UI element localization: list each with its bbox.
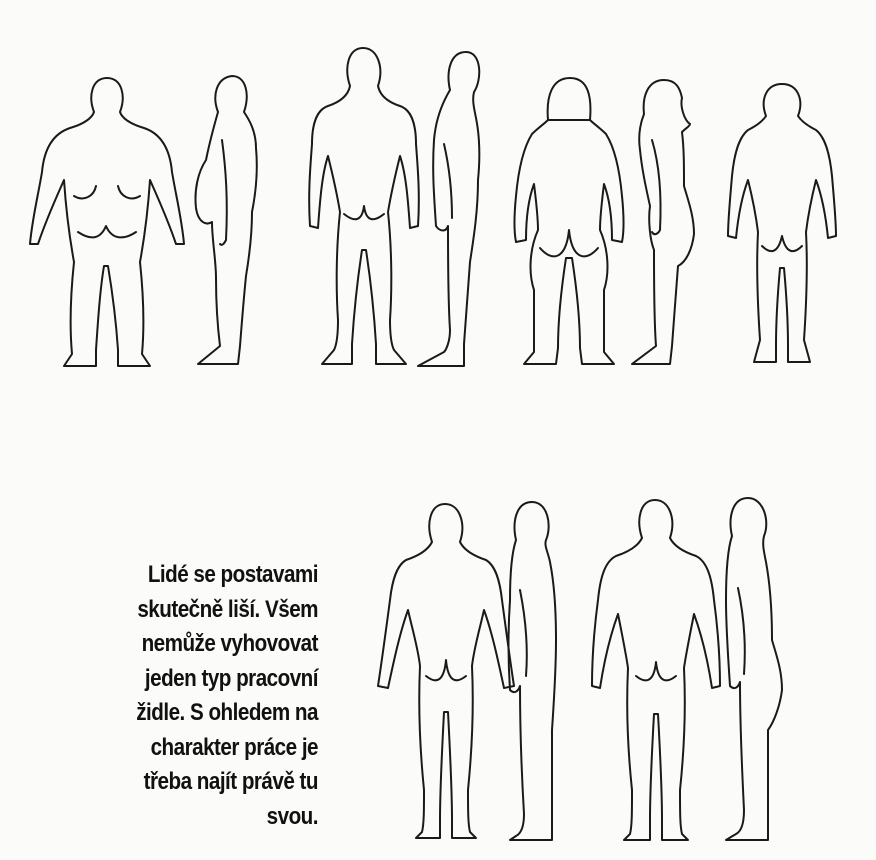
caption-line: nemůže vyhovovat <box>79 627 318 662</box>
caption-line: charakter práce je <box>79 731 318 766</box>
caption-line: židle. S ohledem na <box>79 696 318 731</box>
athletic-male-back-figure <box>309 48 419 364</box>
average-side-figure <box>726 498 782 840</box>
caption-text: Lidé se postavami skutečně liší. Všem ne… <box>79 558 318 834</box>
heavy-body-back-figure <box>30 78 184 366</box>
pear-female-side-figure <box>632 80 694 364</box>
average-back-figure <box>592 500 720 840</box>
athletic-male-side-figure <box>418 52 479 366</box>
tall-thin-side-figure <box>509 502 557 840</box>
caption-line: skutečně liší. Všem <box>79 593 318 628</box>
heavy-body-side-figure <box>195 76 256 364</box>
caption-line: svou. <box>79 800 318 835</box>
slim-female-back-figure <box>728 84 836 362</box>
tall-thin-back-figure <box>378 504 514 838</box>
caption-line: Lidé se postavami <box>79 558 318 593</box>
pear-female-back-figure <box>515 78 624 364</box>
caption-line: jeden typ pracovní <box>79 662 318 697</box>
caption-line: třeba najít právě tu <box>79 765 318 800</box>
